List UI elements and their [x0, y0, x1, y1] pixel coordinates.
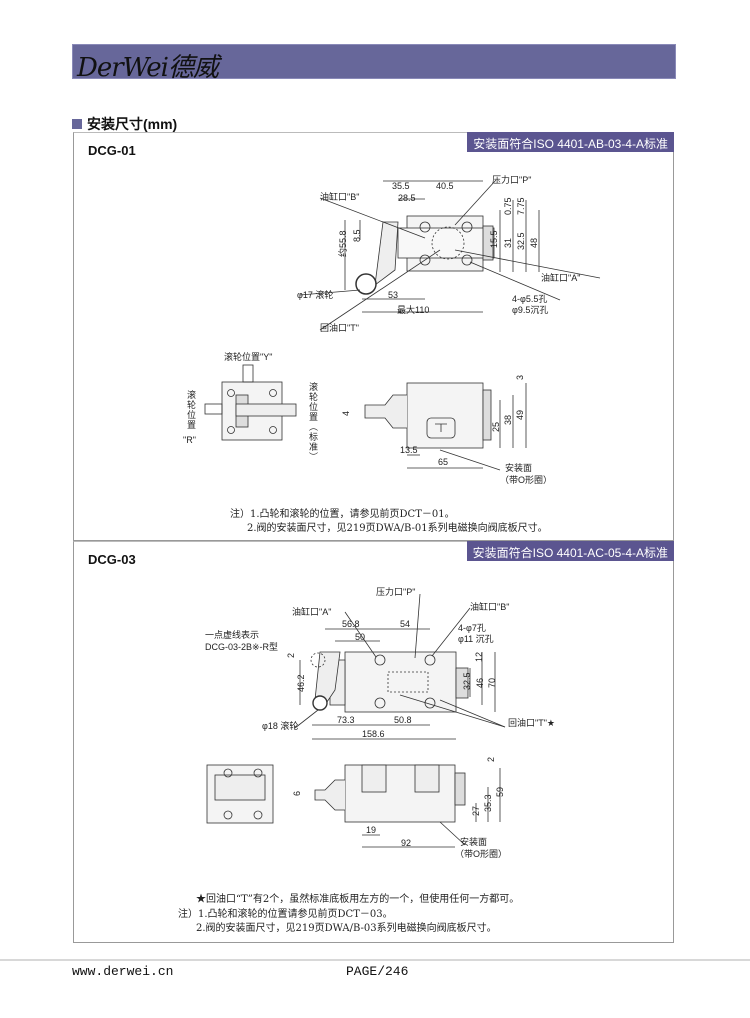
note-1: 注）1.凸轮和滚轮的位置请参见前页DCT－03。 — [178, 909, 393, 920]
dash-note-label: 一点虚线表示 — [205, 630, 260, 640]
dim-label: 46 — [475, 677, 485, 688]
dim-label: 59 — [495, 786, 505, 797]
brand-header-bar: DerWei德威 — [72, 44, 676, 83]
dim-label: 49 — [515, 409, 525, 420]
dim-label: 35.3 — [483, 794, 493, 812]
dim-label: 3 — [515, 374, 525, 380]
port-t-label: 回油口"T"★ — [508, 718, 555, 728]
dim-label: 158.6 — [362, 729, 385, 739]
roller-y-label: 滚轮位置"Y" — [224, 352, 273, 362]
dim-label: 92 — [401, 838, 412, 848]
derwei-logo: DerWei德威 — [77, 53, 219, 83]
website-link[interactable]: www.derwei.cn — [72, 964, 174, 979]
port-a-label: 油缸口"A" — [292, 607, 332, 617]
note-1: 注）1.凸轮和滚轮的位置，请参见前页DCT－01。 — [230, 509, 455, 520]
note-2: 2.阀的安装面尺寸，见219页DWA/B-01系列电磁换向阀底板尺寸。 — [247, 523, 548, 534]
holes-label: 4-φ5.5孔 — [512, 294, 548, 304]
dim-label: 53 — [388, 290, 399, 300]
dim-label: 12 — [474, 651, 484, 662]
dim-label: 2 — [486, 756, 496, 762]
dim-label: 73.3 — [337, 715, 355, 725]
port-b-label: 油缸口"B" — [320, 192, 360, 202]
dim-label: 50 — [355, 632, 366, 642]
roller-label: φ18 滚轮 — [262, 721, 299, 731]
dim-label: 38 — [503, 414, 513, 425]
dim-label: 35.5 — [392, 181, 410, 191]
dim-label: 32.5 — [516, 232, 526, 250]
model-title: DCG-01 — [88, 143, 136, 158]
port-a-label: 油缸口"A" — [541, 273, 581, 283]
counterbore-label: φ11 沉孔 — [458, 634, 494, 644]
star-note: ★回油口“T”有2个，虽然标准底板用左方的一个，但使用任何一方都可。 — [196, 894, 520, 905]
holes-label: 4-φ7孔 — [458, 623, 486, 633]
roller-pos-label: 滚轮位置 — [186, 390, 196, 430]
port-p-label: 压力口"P" — [376, 587, 416, 597]
dim-label: 27 — [471, 805, 481, 816]
model-title: DCG-03 — [88, 552, 136, 567]
dim-label: 32.5 — [462, 672, 472, 690]
dim-label: 25 — [491, 421, 501, 432]
dim-label: 40.5 — [436, 181, 454, 191]
dim-label: 7.75 — [516, 197, 526, 215]
dim-label: 19 — [366, 825, 377, 835]
standard-badge: 安装面符合ISO 4401-AC-05-4-A标准 — [466, 541, 674, 561]
roller-std-label: 滚轮位置（标准） — [308, 382, 318, 462]
dim-label: 54 — [400, 619, 411, 629]
counterbore-label: φ9.5沉孔 — [512, 305, 549, 315]
bullet-square-icon — [72, 119, 82, 129]
port-p-label: 压力口"P" — [492, 175, 532, 185]
page-number: PAGE/246 — [346, 964, 409, 979]
port-b-label: 油缸口"B" — [470, 602, 510, 612]
dim-label: 4 — [341, 410, 351, 416]
section-title: 安装尺寸(mm) — [72, 114, 177, 134]
oring-label: （带O形圈） — [500, 475, 553, 485]
dim-label: 约55.8 — [338, 230, 348, 257]
dim-label: 31 — [503, 237, 513, 248]
dcg01-side-views — [204, 364, 527, 471]
dim-label: 2 — [286, 652, 296, 658]
dim-label: 65 — [438, 457, 449, 467]
standard-badge: 安装面符合ISO 4401-AB-03-4-A标准 — [467, 132, 674, 152]
dim-label: 56.8 — [342, 619, 360, 629]
dim-label: 0.75 — [503, 197, 513, 215]
dim-label: 13.5 — [400, 445, 418, 455]
roller-r-label: "R" — [183, 435, 196, 445]
dim-label: 15.5 — [489, 230, 499, 248]
dim-label: 8.5 — [352, 229, 362, 242]
dim-label: 28.5 — [398, 193, 416, 203]
dim-label: 46.2 — [296, 674, 306, 692]
dcg01-top-view — [299, 179, 601, 331]
dcg03-side-views — [206, 764, 501, 848]
dcg03-top-view — [294, 593, 506, 740]
dim-label: 50.8 — [394, 715, 412, 725]
mount-face-label: 安装面 — [505, 463, 533, 473]
dim-label: 70 — [487, 677, 497, 688]
dcg01-panel: DCG-01 安装面符合ISO 4401-AB-03-4-A标准 — [73, 132, 674, 541]
dcg03-panel: DCG-03 安装面符合ISO 4401-AC-05-4-A标准 — [73, 541, 674, 943]
port-t-label: 回油口"T" — [320, 323, 359, 333]
note-2: 2.阀的安装面尺寸，见219页DWA/B-03系列电磁换向阀底板尺寸。 — [196, 923, 497, 934]
dim-label: 6 — [292, 790, 302, 796]
dash-model-label: DCG-03-2B※-R型 — [205, 642, 279, 652]
roller-label: φ17 滚轮 — [297, 290, 334, 300]
dim-label: 最大110 — [397, 305, 430, 315]
section-title-text: 安装尺寸(mm) — [87, 116, 178, 132]
dim-label: 48 — [529, 237, 539, 248]
oring-label: （带O形圈） — [455, 849, 508, 859]
mount-face-label: 安装面 — [460, 837, 488, 847]
